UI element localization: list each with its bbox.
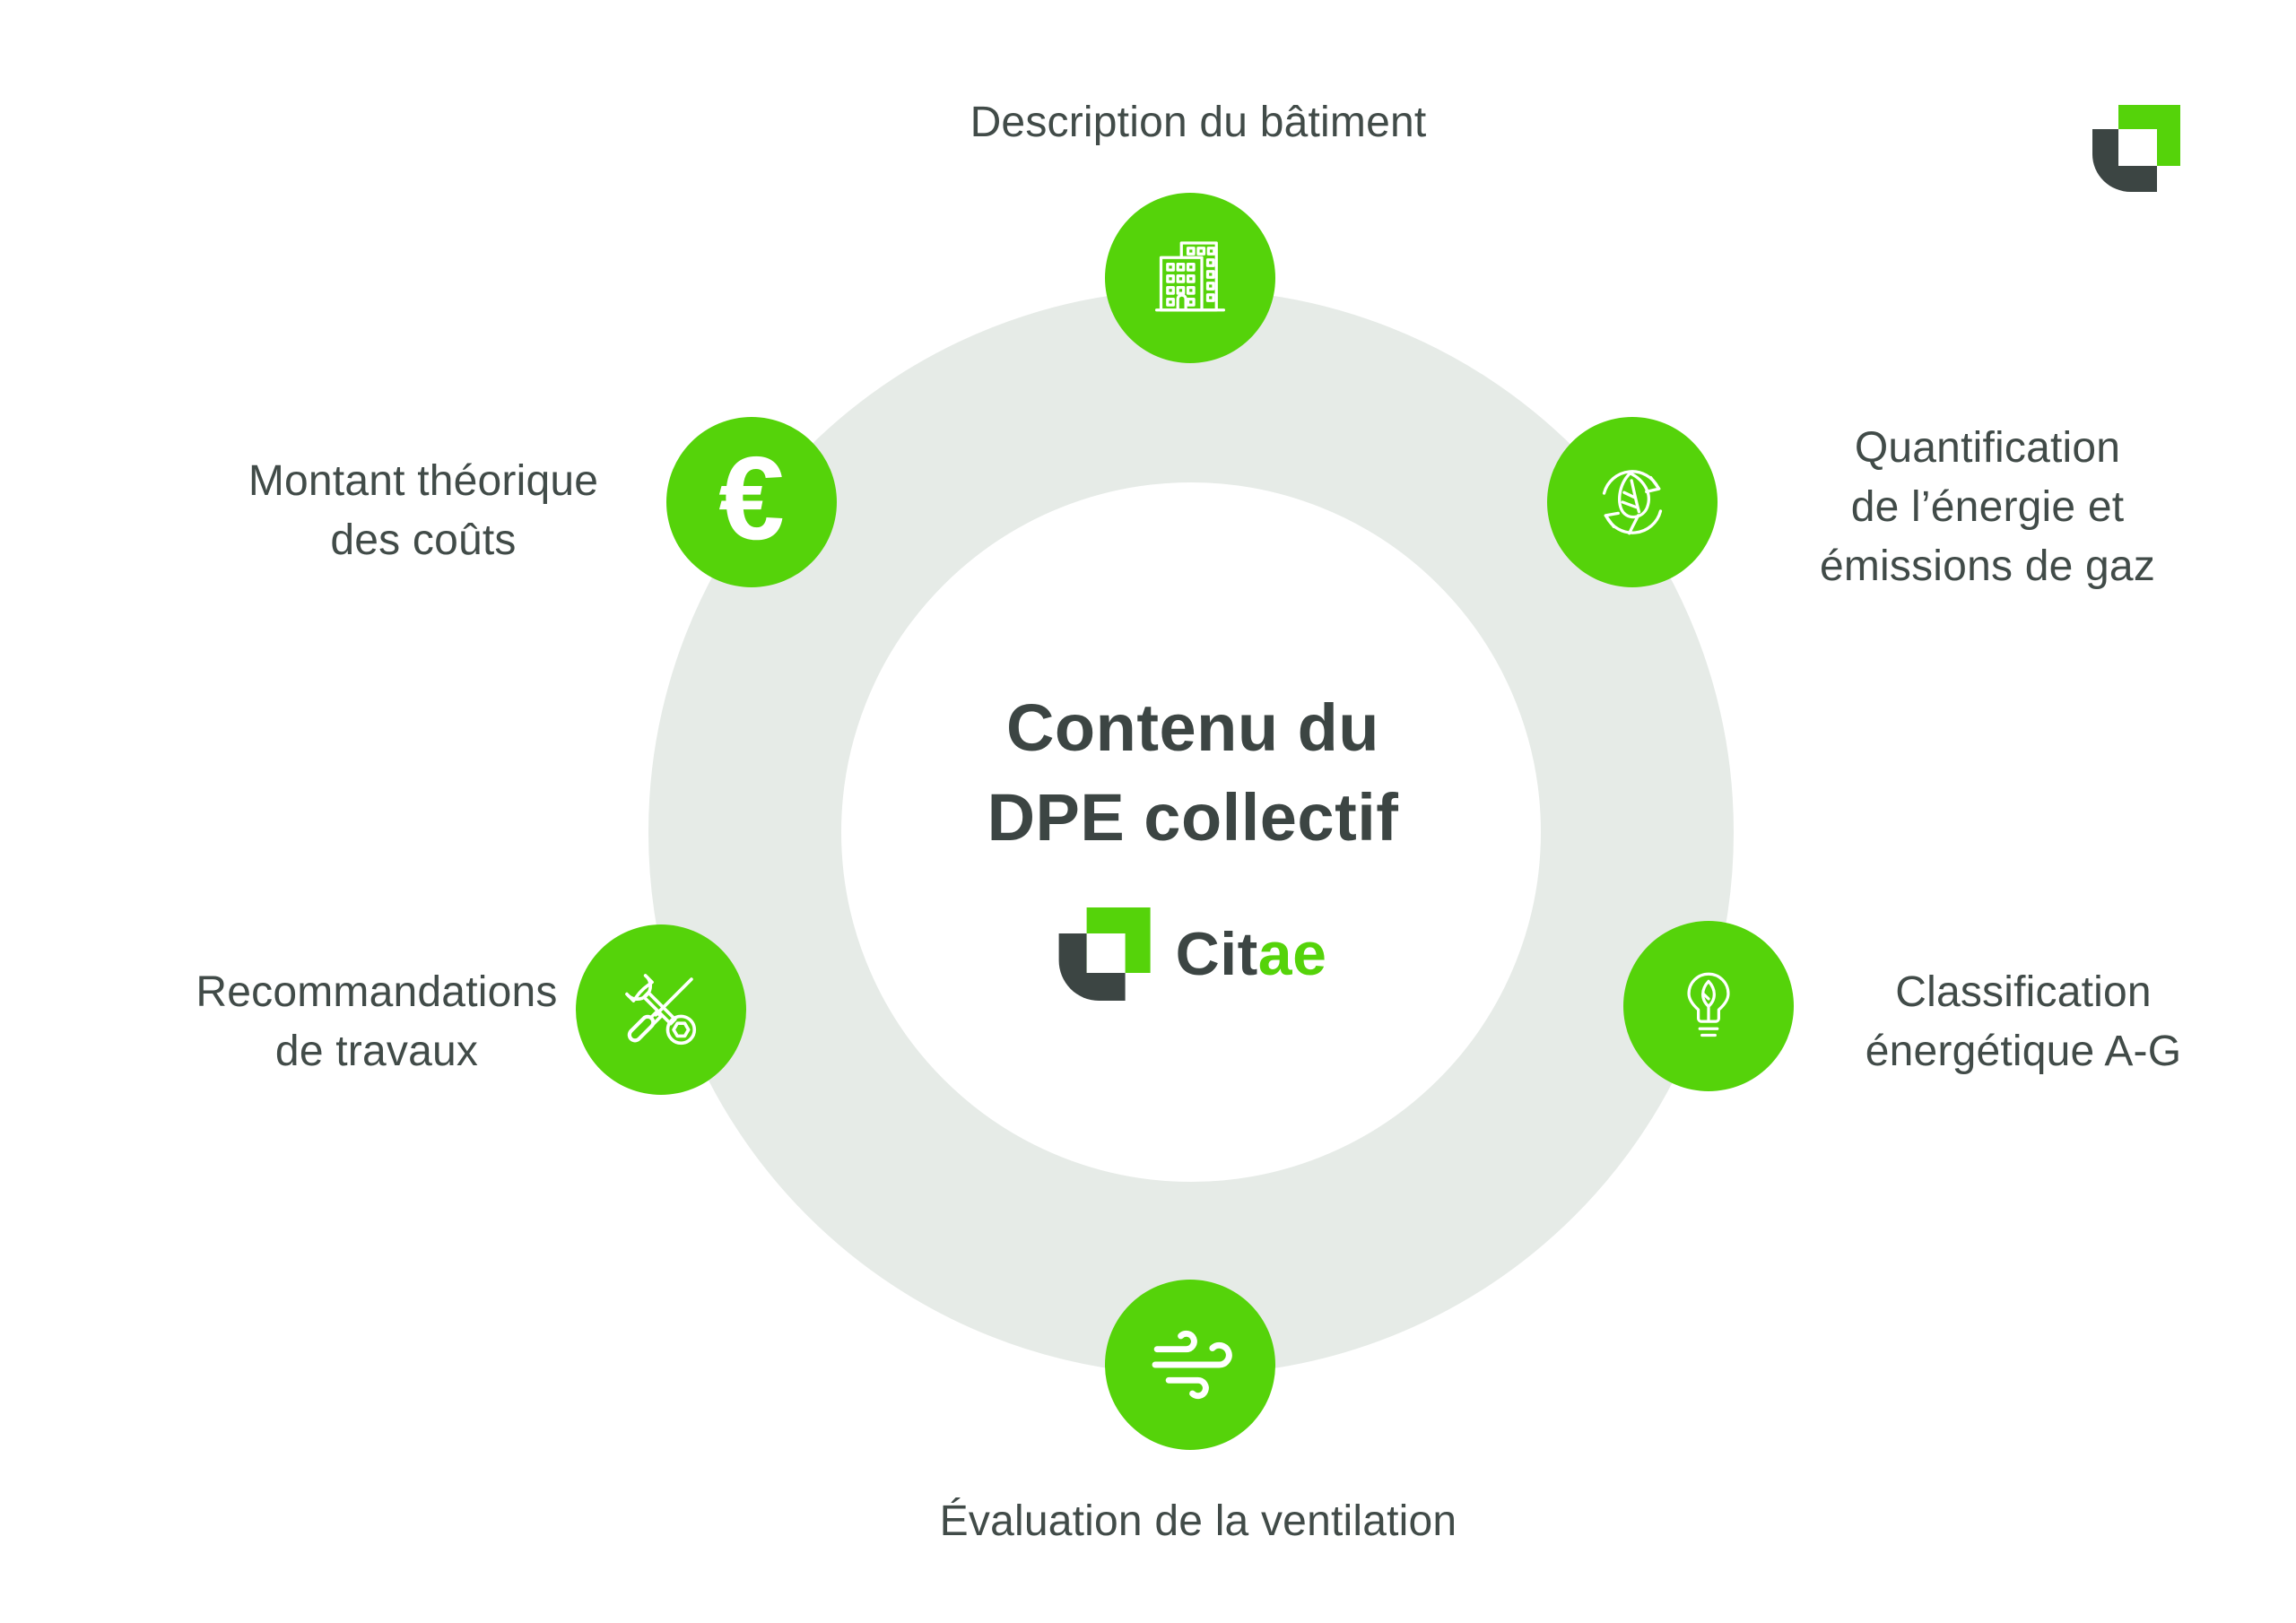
node-montant: €: [666, 417, 837, 587]
bulb-leaf-icon: [1687, 972, 1730, 1037]
label-quantification: Quantification de l’énergie et émissions…: [1819, 424, 2156, 590]
label-recommandations: Recommandations de travaux: [196, 968, 558, 1075]
label-montant: Montant théorique des coûts: [248, 457, 599, 564]
label-description: Description du bâtiment: [970, 99, 1427, 146]
page-title-line1: Contenu du: [1005, 690, 1380, 765]
citae-logo-icon: [1058, 907, 1151, 1001]
tools-icon: [625, 974, 697, 1046]
euro-icon: €: [718, 432, 785, 564]
label-evaluation: Évaluation de la ventilation: [939, 1497, 1457, 1545]
wind-icon: [1152, 1330, 1232, 1400]
node-recommandations: [576, 924, 746, 1095]
citae-corner-logo-icon: [2092, 105, 2180, 192]
node-quantification: [1547, 417, 1718, 587]
node-description: [1105, 193, 1275, 363]
page-title: Contenu du DPE collectif: [987, 683, 1399, 863]
page-title-line2: DPE collectif: [987, 780, 1399, 855]
citae-logo: Citae: [1058, 907, 1327, 1001]
node-classification: [1623, 921, 1794, 1091]
citae-wordmark: Citae: [1175, 920, 1327, 988]
building-icon: [1155, 241, 1225, 312]
node-evaluation: [1105, 1280, 1275, 1450]
energy-leaf-cycle-icon: [1602, 470, 1663, 535]
label-classification: Classification énergétique A-G: [1865, 968, 2182, 1075]
